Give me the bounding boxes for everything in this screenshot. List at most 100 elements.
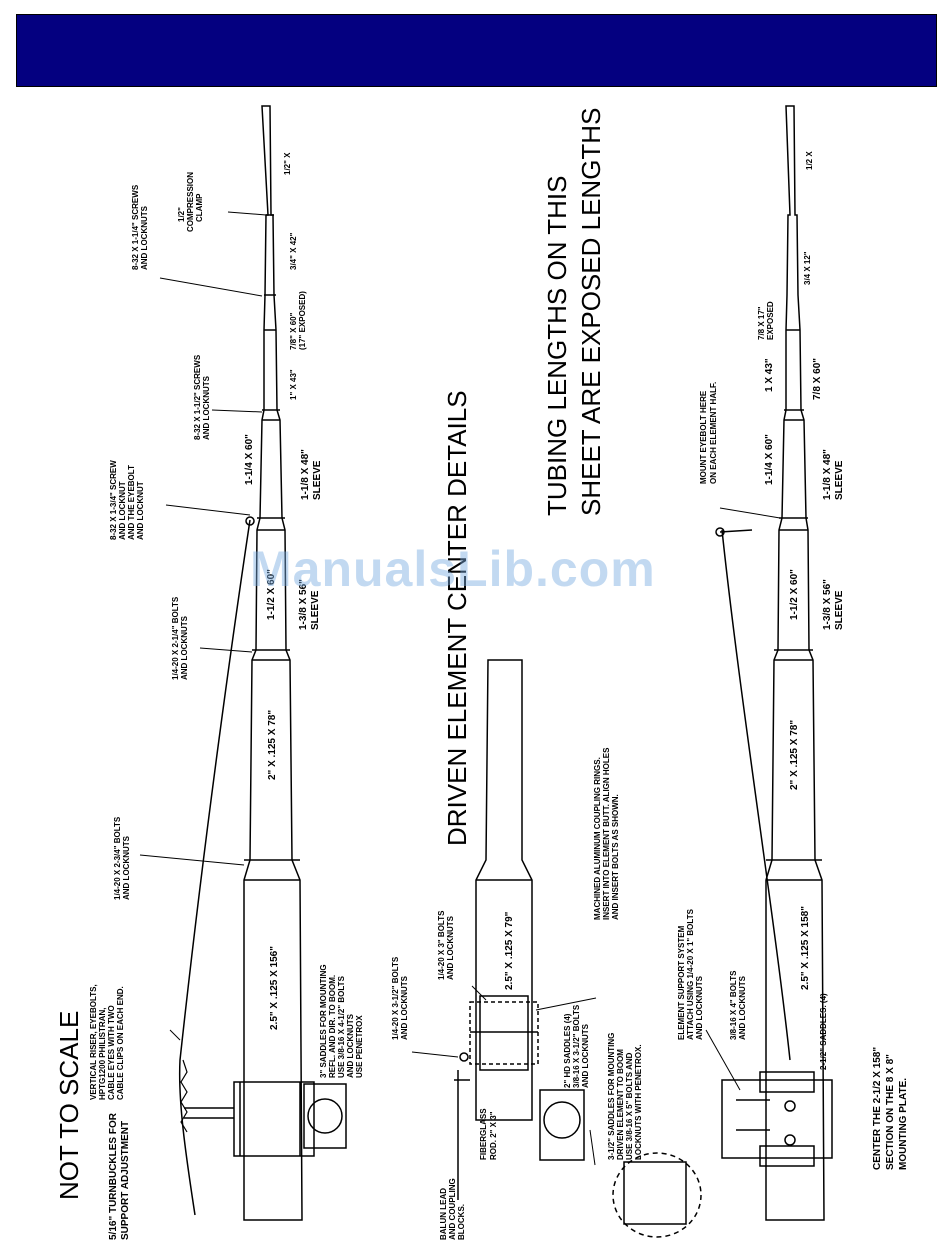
svg-text:AND LOCKNUTS: AND LOCKNUTS xyxy=(446,915,455,980)
svg-text:COMPRESSION: COMPRESSION xyxy=(186,172,195,232)
svg-text:USE PENETROX: USE PENETROX xyxy=(355,1015,364,1078)
svg-text:1/2" X: 1/2" X xyxy=(283,152,292,175)
svg-text:AND LOCKNUTS: AND LOCKNUTS xyxy=(695,975,704,1040)
svg-text:INSERT INTO ELEMENT BUTT. ALIG: INSERT INTO ELEMENT BUTT. ALIGN HOLES xyxy=(602,747,611,920)
svg-text:SLEEVE: SLEEVE xyxy=(310,590,321,630)
svg-text:1-1/2 X 60": 1-1/2 X 60" xyxy=(789,569,800,620)
svg-text:AND LOCKNUTS: AND LOCKNUTS xyxy=(180,615,189,680)
svg-text:1 X 43": 1 X 43" xyxy=(764,358,775,392)
note-riser: VERTICAL RISER, EYEBOLTS, HPTG1200 PHILI… xyxy=(89,984,125,1100)
svg-text:AND INSERT BOLTS AS SHOWN.: AND INSERT BOLTS AS SHOWN. xyxy=(611,794,620,920)
svg-text:1/4-20 X 3" BOLTS: 1/4-20 X 3" BOLTS xyxy=(437,910,446,980)
svg-text:2" HD SADDLES (4): 2" HD SADDLES (4) xyxy=(563,1013,572,1088)
svg-text:AND LOCKNUTS: AND LOCKNUTS xyxy=(346,1013,355,1078)
title-driven-element: DRIVEN ELEMENT CENTER DETAILS xyxy=(442,390,472,846)
svg-text:ATTACH USING 1/4-20 X 1" BOLTS: ATTACH USING 1/4-20 X 1" BOLTS xyxy=(686,908,695,1040)
svg-text:CENTER THE 2-1/2 X 158": CENTER THE 2-1/2 X 158" xyxy=(872,1047,883,1170)
note-balun: BALUN LEAD AND COUPLING BLOCKS. xyxy=(439,1178,466,1240)
watermark: ManualsLib.com xyxy=(250,541,656,597)
svg-text:3/4 X 12": 3/4 X 12" xyxy=(803,251,812,285)
svg-text:SECTION ON THE 8 X 8": SECTION ON THE 8 X 8" xyxy=(885,1054,896,1170)
svg-text:7/8 X 17": 7/8 X 17" xyxy=(757,306,766,340)
center-tube-label: 2.5" X .125 X 79" xyxy=(504,911,515,990)
svg-text:BALUN LEAD: BALUN LEAD xyxy=(439,1188,448,1240)
svg-text:AND LOCKNUTS: AND LOCKNUTS xyxy=(738,975,747,1040)
right-tube-labels: 2.5" X .125 X 158" 2" X .125 X 78" 1-1/2… xyxy=(757,151,823,990)
svg-text:AND LOCKNUTS: AND LOCKNUTS xyxy=(122,835,131,900)
note-fiberglass: FIBERGLASS ROD. 2" X 3" xyxy=(479,1108,498,1160)
left-element-tubing xyxy=(243,105,303,1221)
svg-text:2" X .125 X 78": 2" X .125 X 78" xyxy=(789,720,800,790)
svg-text:BLOCKS.: BLOCKS. xyxy=(457,1204,466,1240)
svg-text:SHEET ARE EXPOSED LENGTHS: SHEET ARE EXPOSED LENGTHS xyxy=(576,108,606,516)
svg-text:AND LOCKNUTS: AND LOCKNUTS xyxy=(140,205,149,270)
svg-text:USE 3/8-16 X 4-1/2" BOLTS: USE 3/8-16 X 4-1/2" BOLTS xyxy=(337,975,346,1078)
svg-text:3/8-16 X 4" BOLTS: 3/8-16 X 4" BOLTS xyxy=(729,970,738,1040)
svg-text:AND LOCKNUTS: AND LOCKNUTS xyxy=(202,375,211,440)
svg-text:AND LOCKNUTS: AND LOCKNUTS xyxy=(581,1023,590,1088)
left-tube-labels: 2.5" X .125 X 156" 2" X .125 X 78" 1-1/2… xyxy=(244,152,307,1030)
svg-text:3" SADDLES FOR MOUNTING: 3" SADDLES FOR MOUNTING xyxy=(319,964,328,1078)
note-hd-saddles: 2" HD SADDLES (4) 3/8-16 X 3-1/2" BOLTS … xyxy=(563,1004,590,1088)
svg-text:AND LOCKNUT: AND LOCKNUT xyxy=(136,481,145,540)
svg-text:1-1/8 X 48": 1-1/8 X 48" xyxy=(822,449,833,500)
note-bolts-312: 1/4-20 X 3-1/2" BOLTS AND LOCKNUTS xyxy=(391,956,409,1040)
note-bolts-3: 1/4-20 X 3" BOLTS AND LOCKNUTS xyxy=(437,910,455,980)
title-not-to-scale: NOT TO SCALE xyxy=(54,1011,84,1200)
svg-text:1-1/2 X 60": 1-1/2 X 60" xyxy=(266,569,277,620)
svg-text:7/8 X 60": 7/8 X 60" xyxy=(812,358,823,400)
note-compression-clamp: 1/2" COMPRESSION CLAMP xyxy=(177,172,204,232)
note-coupling-rings: MACHINED ALUMINUM COUPLING RINGS. INSERT… xyxy=(593,747,620,920)
center-detail-tube xyxy=(475,659,533,1121)
svg-text:2-1/2" SADDLES. (4): 2-1/2" SADDLES. (4) xyxy=(819,993,828,1070)
svg-text:1-1/8 X 48": 1-1/8 X 48" xyxy=(300,449,311,500)
note-saddles-312: 3-1/2" SADDLES FOR MOUNTING DRIVEN ELEME… xyxy=(607,1033,643,1160)
note-saddles-212: 2-1/2" SADDLES. (4) xyxy=(819,993,828,1070)
svg-text:SLEEVE: SLEEVE xyxy=(834,590,845,630)
svg-text:USE 3/8-16 X 5" BOLTS AND: USE 3/8-16 X 5" BOLTS AND xyxy=(625,1052,634,1160)
svg-text:SLEEVE: SLEEVE xyxy=(312,460,323,500)
svg-text:7/8" X 60": 7/8" X 60" xyxy=(289,312,298,350)
svg-text:REFL. AND DIR. TO BOOM.: REFL. AND DIR. TO BOOM. xyxy=(328,975,337,1078)
svg-text:CABLE CLIPS ON EACH END.: CABLE CLIPS ON EACH END. xyxy=(116,986,125,1100)
title-tubing-lengths: TUBING LENGTHS ON THIS SHEET ARE EXPOSED… xyxy=(542,108,606,516)
svg-text:1/4-20 X 2-3/4" BOLTS: 1/4-20 X 2-3/4" BOLTS xyxy=(113,816,122,900)
svg-text:SLEEVE: SLEEVE xyxy=(834,460,845,500)
svg-text:VERTICAL RISER, EYEBOLTS,: VERTICAL RISER, EYEBOLTS, xyxy=(89,984,98,1100)
svg-text:1-1/4 X 60": 1-1/4 X 60" xyxy=(244,434,255,485)
svg-text:8-32 X 1-3/4" SCREW: 8-32 X 1-3/4" SCREW xyxy=(109,460,118,540)
svg-text:3/8-16 X 3-1/2" BOLTS: 3/8-16 X 3-1/2" BOLTS xyxy=(572,1004,581,1088)
svg-text:LOCKNUTS WITH PENETROX.: LOCKNUTS WITH PENETROX. xyxy=(634,1044,643,1160)
svg-text:1-3/8 X 56": 1-3/8 X 56" xyxy=(298,579,309,630)
svg-text:HPTG1200 PHILISTRAN,: HPTG1200 PHILISTRAN, xyxy=(98,1008,107,1100)
note-turnbuckles: 5/16" TURNBUCKLES FOR SUPPORT ADJUSTMENT xyxy=(108,1112,131,1240)
svg-text:ROD. 2" X 3": ROD. 2" X 3" xyxy=(489,1111,498,1160)
svg-text:AND COUPLING: AND COUPLING xyxy=(448,1178,457,1240)
svg-text:1/4-20 X 2-1/4" BOLTS: 1/4-20 X 2-1/4" BOLTS xyxy=(171,596,180,680)
note-mount-eyebolt: MOUNT EYEBOLT HERE ON EACH ELEMENT HALF. xyxy=(699,382,718,484)
left-sleeve-138: 1-3/8 X 56" SLEEVE xyxy=(298,579,321,630)
svg-text:CLAMP: CLAMP xyxy=(195,193,204,222)
svg-text:AND LOCKNUT: AND LOCKNUT xyxy=(118,481,127,540)
svg-text:2.5" X .125 X 156": 2.5" X .125 X 156" xyxy=(269,946,280,1030)
svg-text:CABLE EYES WITH TWO: CABLE EYES WITH TWO xyxy=(107,1005,116,1100)
svg-text:MACHINED ALUMINUM COUPLING RIN: MACHINED ALUMINUM COUPLING RINGS. xyxy=(593,757,602,920)
note-saddles-3in: 3" SADDLES FOR MOUNTING REFL. AND DIR. T… xyxy=(319,964,364,1078)
right-sleeve-118: 1-1/8 X 48" SLEEVE xyxy=(822,449,845,500)
svg-text:TUBING LENGTHS ON THIS: TUBING LENGTHS ON THIS xyxy=(542,176,572,516)
note-screws-112: 8-32 X 1-1/2" SCREWS AND LOCKNUTS xyxy=(193,354,211,440)
svg-text:1/2": 1/2" xyxy=(177,207,186,222)
right-sleeve-138: 1-3/8 X 56" SLEEVE xyxy=(822,579,845,630)
svg-text:EXPOSED: EXPOSED xyxy=(766,301,775,340)
svg-text:8-32 X 1-1/2" SCREWS: 8-32 X 1-1/2" SCREWS xyxy=(193,354,202,440)
svg-text:8-32 X 1-1/4" SCREWS: 8-32 X 1-1/4" SCREWS xyxy=(131,184,140,270)
svg-text:1/4-20 X 3-1/2" BOLTS: 1/4-20 X 3-1/2" BOLTS xyxy=(391,956,400,1040)
svg-text:MOUNTING PLATE.: MOUNTING PLATE. xyxy=(898,1078,909,1170)
svg-text:3/4" X 42": 3/4" X 42" xyxy=(289,232,298,270)
svg-text:1" X 43": 1" X 43" xyxy=(289,369,298,400)
note-center-section: CENTER THE 2-1/2 X 158" SECTION ON THE 8… xyxy=(872,1047,909,1170)
svg-text:ELEMENT SUPPORT SYSTEM: ELEMENT SUPPORT SYSTEM xyxy=(677,925,686,1040)
header-bar xyxy=(16,14,937,87)
svg-text:1-1/4 X 60": 1-1/4 X 60" xyxy=(764,434,775,485)
